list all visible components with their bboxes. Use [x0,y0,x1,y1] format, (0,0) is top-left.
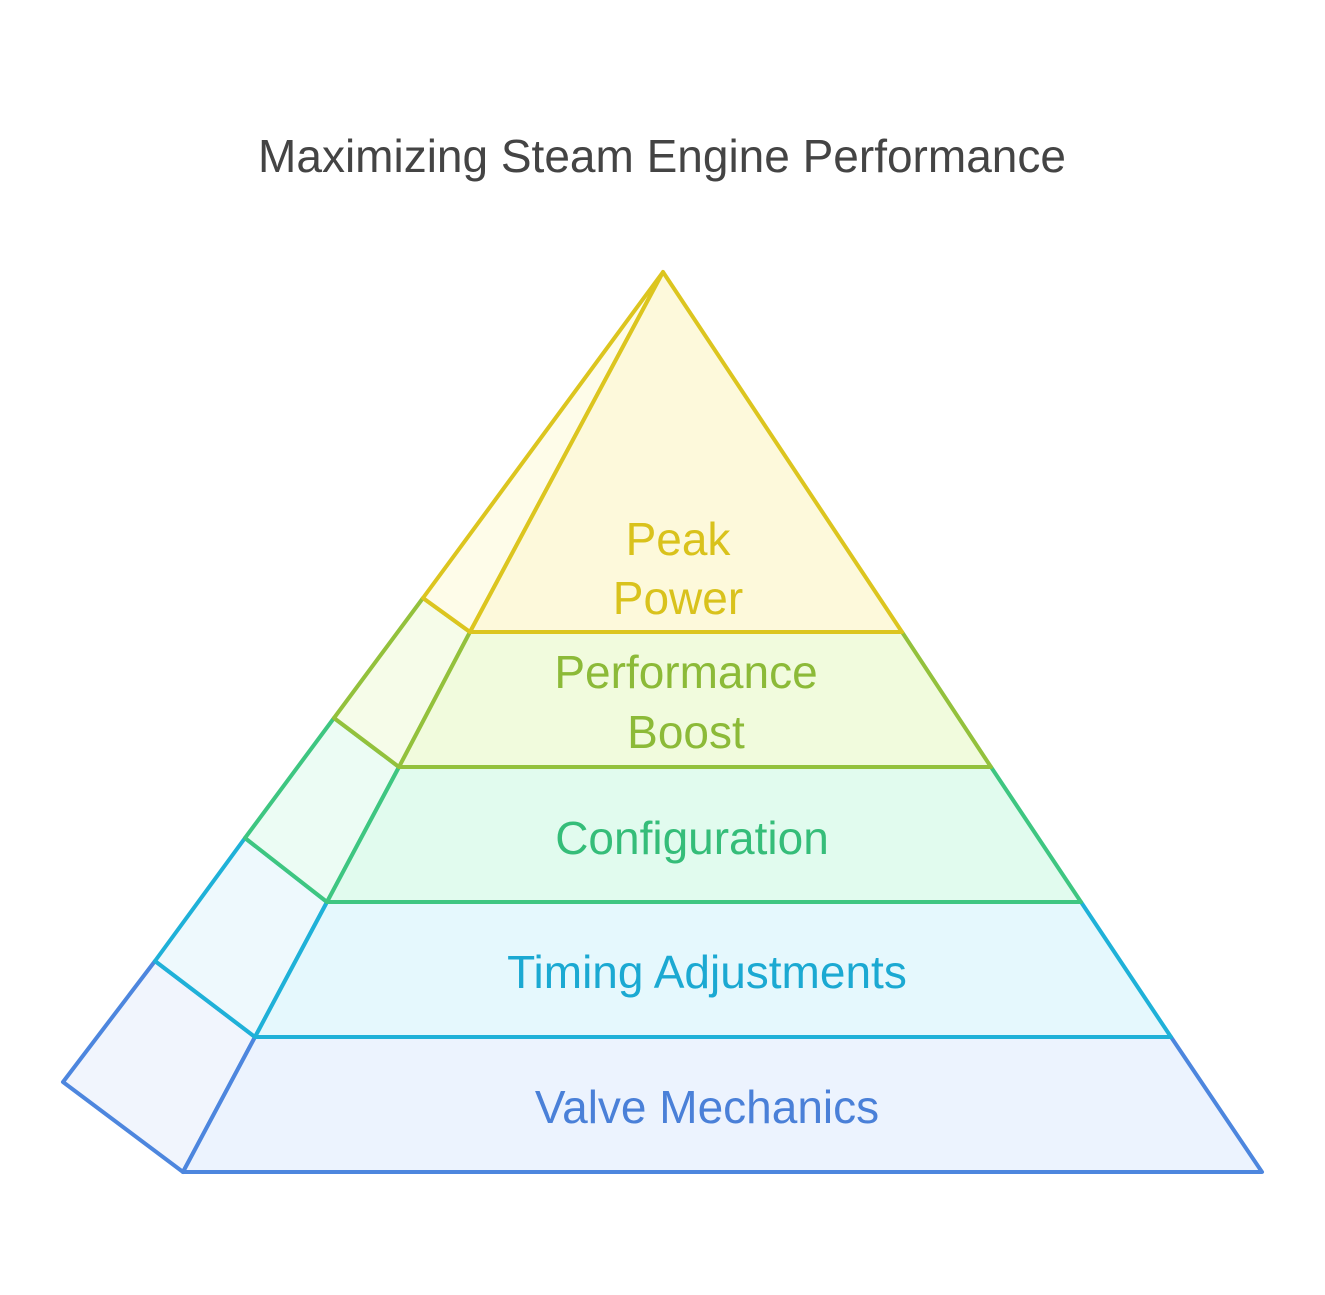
tier-front-face [468,270,904,634]
tier-label: Peak [626,513,732,565]
tier-timing-adjustments: Timing Adjustments [153,836,1173,1039]
tier-label: Performance [554,646,817,698]
diagram-title: Maximizing Steam Engine Performance [258,130,1066,182]
tier-label: Power [613,572,743,624]
tier-label: Configuration [555,812,829,864]
tier-label: Boost [627,706,745,758]
tier-label: Valve Mechanics [535,1081,879,1133]
tier-label: Timing Adjustments [507,946,907,998]
tier-valve-mechanics: Valve Mechanics [61,959,1264,1174]
pyramid-tiers: Valve Mechanics Timing Adjustments Configu… [61,270,1264,1174]
tier-configuration: Configuration [243,716,1083,904]
